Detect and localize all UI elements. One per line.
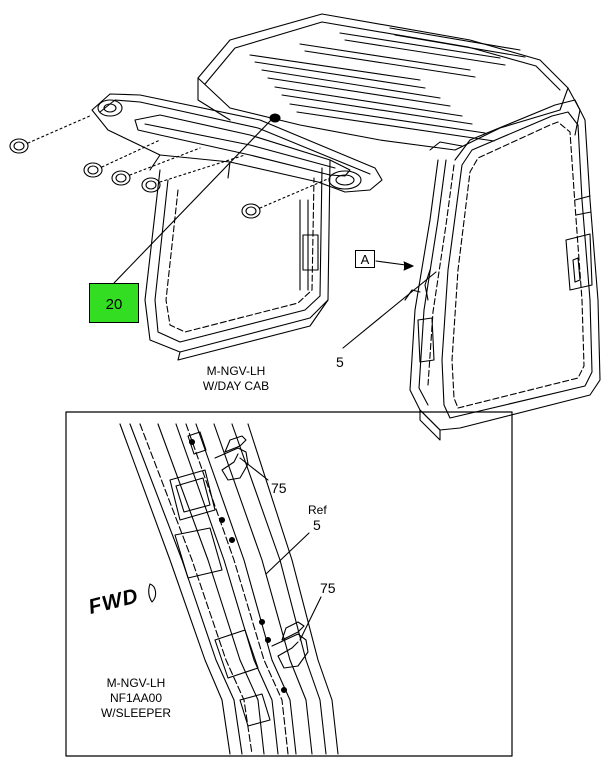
clip-upper — [214, 447, 249, 481]
lamp-panel — [91, 93, 383, 193]
exploded-lamps — [9, 114, 331, 219]
callout-part-5: 5 — [336, 354, 344, 370]
day-cab-caption-line2: W/DAY CAB — [202, 379, 270, 393]
leader-lines-detail — [239, 457, 322, 641]
view-reference-label: A — [360, 252, 370, 267]
highlighted-callout-label: 20 — [105, 296, 123, 313]
highlighted-callout-20[interactable]: 20 — [89, 283, 139, 323]
fwd-arrow-icon — [148, 583, 157, 603]
sleeper-caption-line2: NF1AA00 — [109, 691, 163, 705]
leader-lines-top — [113, 117, 437, 349]
callout-clip-lower: 75 — [320, 580, 336, 596]
detail-pillar — [119, 423, 339, 755]
detail-inset-frame — [65, 411, 513, 757]
callout-ref-word: Ref — [308, 503, 327, 517]
sleeper-caption: M-NGV-LH NF1AA00 W/SLEEPER — [86, 676, 186, 721]
day-cab-caption: M-NGV-LH W/DAY CAB — [196, 364, 276, 394]
cab-roof — [197, 13, 581, 151]
sleeper-caption-line1: M-NGV-LH — [106, 676, 166, 690]
clip-lower — [271, 633, 309, 669]
view-reference-box: A — [355, 250, 375, 268]
callout-ref-number: 5 — [313, 517, 321, 533]
day-cab-caption-line1: M-NGV-LH — [206, 364, 266, 378]
callout-clip-upper: 75 — [271, 480, 287, 496]
cab-frame — [144, 99, 601, 441]
sleeper-caption-line3: W/SLEEPER — [100, 706, 172, 720]
